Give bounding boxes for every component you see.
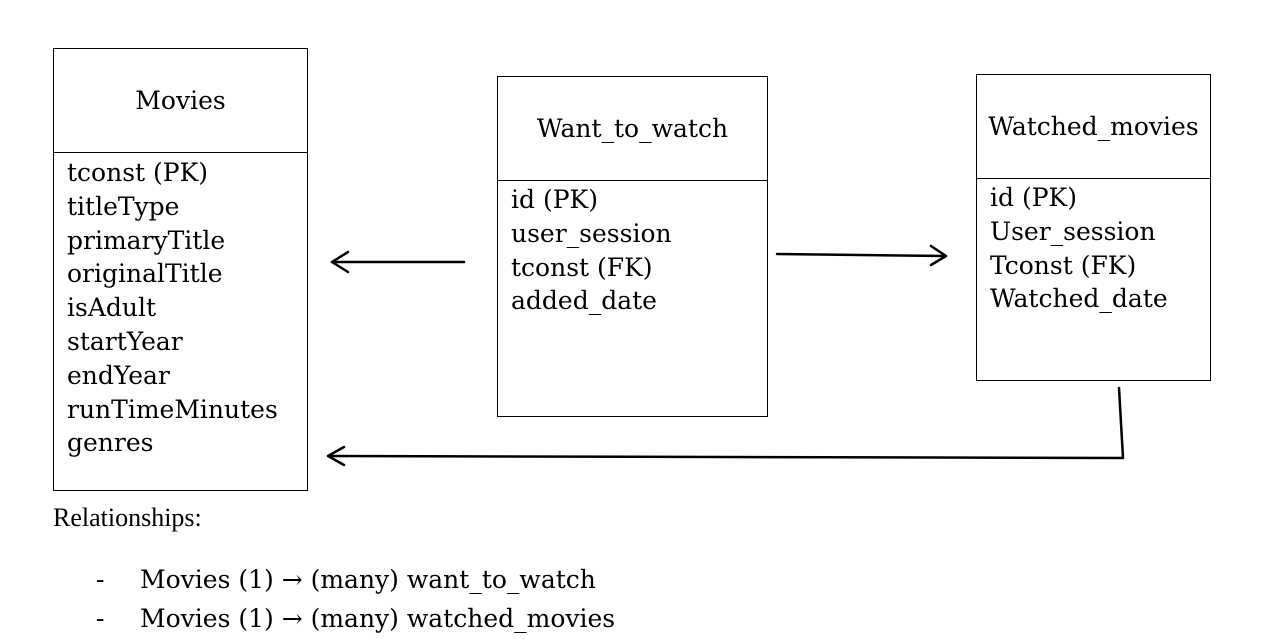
entity-movies: Movies tconst (PK) titleType primaryTitl… [53, 48, 308, 491]
field: startYear [67, 326, 183, 356]
bullet-dash: - [96, 605, 105, 632]
relationship-text: Movies (1) → (many) watched_movies [140, 604, 616, 633]
field: Watched_date [990, 284, 1168, 314]
entity-want-to-watch: Want_to_watch id (PK) user_session tcons… [497, 76, 768, 417]
relationship-item: - Movies (1) → (many) watched_movies [96, 599, 615, 638]
field: titleType [67, 191, 180, 221]
field: originalTitle [67, 259, 223, 289]
field: primaryTitle [67, 225, 226, 255]
bullet-dash: - [96, 566, 105, 593]
field: id (PK) [990, 183, 1077, 212]
field: endYear [67, 360, 170, 390]
field: added_date [511, 286, 657, 316]
relationship-text: Movies (1) → (many) want_to_watch [140, 565, 596, 594]
field-list: id (PK) User_session Tconst (FK) Watched… [977, 179, 1210, 316]
field: User_session [990, 216, 1156, 246]
field: tconst (PK) [67, 158, 209, 187]
field: genres [67, 428, 154, 458]
field: runTimeMinutes [67, 394, 278, 424]
entity-title: Movies [54, 49, 307, 153]
entity-watched-movies: Watched_movies id (PK) User_session Tcon… [976, 74, 1211, 381]
relationships-list: - Movies (1) → (many) want_to_watch - Mo… [96, 560, 615, 638]
field-list: id (PK) user_session tconst (FK) added_d… [498, 181, 767, 318]
arrow-want-to-watch-to-movies [330, 250, 466, 274]
field: id (PK) [511, 185, 598, 214]
entity-title: Watched_movies [977, 75, 1210, 179]
field: isAdult [67, 293, 157, 323]
field-list: tconst (PK) titleType primaryTitle origi… [54, 153, 307, 460]
entity-title: Want_to_watch [498, 77, 767, 181]
relationship-item: - Movies (1) → (many) want_to_watch [96, 560, 615, 599]
field: user_session [511, 218, 672, 248]
field: Tconst (FK) [990, 250, 1137, 280]
field: tconst (FK) [511, 252, 653, 282]
relationships-heading: Relationships: [53, 503, 202, 532]
arrow-want-to-watch-to-watched-movies [775, 244, 948, 267]
